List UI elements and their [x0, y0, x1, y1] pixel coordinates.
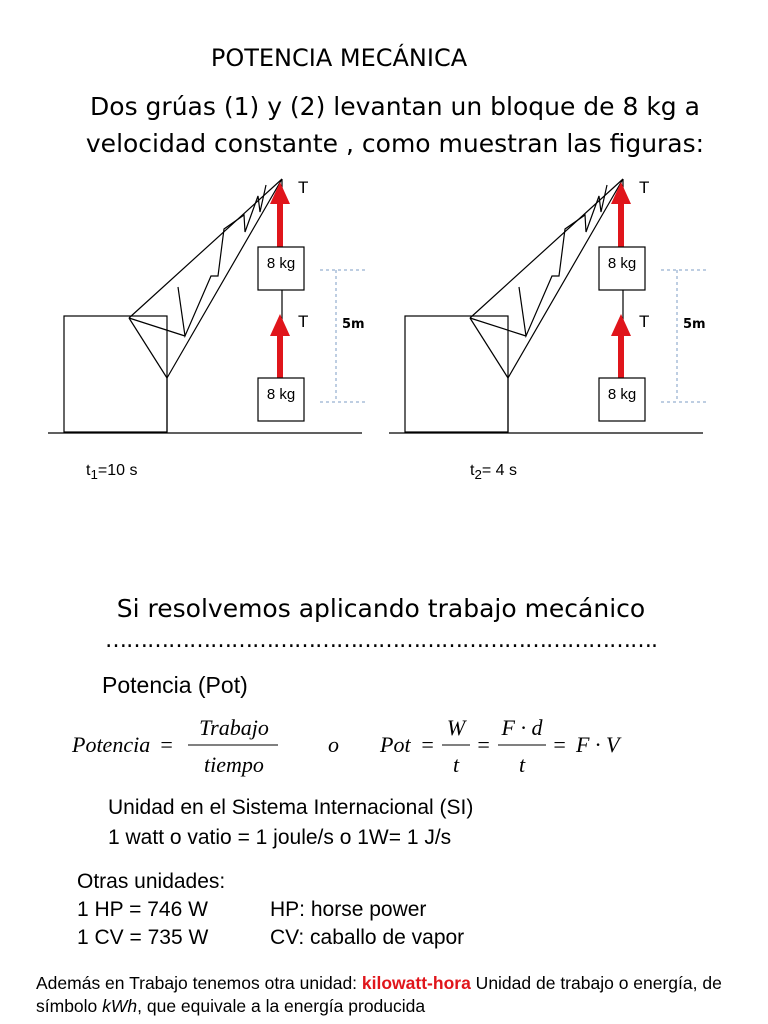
force-label-top: T: [298, 178, 308, 197]
boom-bottom-chord: [166, 178, 283, 379]
block-label-top: 8 kg: [608, 255, 636, 272]
distance-label: 5m: [342, 317, 365, 332]
svg-text:=: =: [552, 732, 567, 757]
formula-w: W: [447, 715, 467, 740]
crane-figure-2: 8 kg 8 kg T T 5m: [389, 178, 707, 434]
formula-denominator: tiempo: [204, 752, 264, 777]
block-bottom: [598, 377, 646, 422]
crane-cab: [63, 315, 168, 433]
time-label-1: t1=10 s: [86, 462, 138, 483]
svg-text:=: =: [159, 732, 174, 757]
force-label-bottom: T: [639, 312, 649, 331]
otras-unidades-heading: Otras unidades:: [77, 870, 226, 893]
formula-numerator: Trabajo: [199, 715, 269, 740]
distance-label: 5m: [683, 317, 706, 332]
si-unit-line: Unidad en el Sistema Internacional (SI): [108, 796, 474, 819]
force-arrowhead-top: [270, 182, 290, 204]
formula-or: o: [328, 732, 339, 757]
block-label-top: 8 kg: [267, 255, 295, 272]
kwh-paragraph: Además en Trabajo tenemos otra unidad: k…: [36, 973, 722, 1016]
formula-fd: F · d: [501, 715, 544, 740]
force-label-bottom: T: [298, 312, 308, 331]
boom-top-chord: [128, 178, 283, 319]
boom-top-chord: [469, 178, 624, 319]
potencia-heading: Potencia (Pot): [102, 672, 248, 698]
time-label-2: t2= 4 s: [470, 462, 518, 483]
block-bottom: [257, 377, 305, 422]
force-arrowhead-top: [611, 182, 631, 204]
block-top: [257, 246, 305, 291]
block-label-bottom: 8 kg: [267, 386, 295, 403]
dotted-line: …………………………………………………………………….: [105, 628, 658, 653]
cv-equivalence: 1 CV = 735 W: [77, 926, 209, 949]
kwh-symbol: kWh: [102, 996, 138, 1016]
watt-definition: 1 watt o vatio = 1 joule/s o 1W= 1 J/s: [108, 826, 452, 849]
boom-bottom-chord: [507, 178, 624, 379]
cv-description: CV: caballo de vapor: [270, 926, 465, 949]
formula-t1: t: [453, 752, 460, 777]
kwh-highlight: kilowatt-hora: [361, 973, 471, 993]
svg-text:=: =: [476, 732, 491, 757]
formula-lhs: Potencia: [71, 732, 150, 757]
crane-cab: [404, 315, 509, 433]
hp-description: HP: horse power: [270, 898, 427, 921]
force-arrowhead-bottom: [611, 314, 631, 336]
svg-text:=: =: [420, 732, 435, 757]
intro-line-2: velocidad constante , como muestran las …: [85, 129, 705, 158]
hp-equivalence: 1 HP = 746 W: [77, 898, 208, 921]
block-top: [598, 246, 646, 291]
formula-t2: t: [519, 752, 526, 777]
resolve-text: Si resolvemos aplicando trabajo mecánico: [116, 594, 646, 623]
power-formula: Potencia = Trabajo tiempo o Pot = W t = …: [71, 715, 622, 777]
formula-pot: Pot: [379, 732, 411, 757]
formula-fv: F · V: [575, 732, 622, 757]
block-label-bottom: 8 kg: [608, 386, 636, 403]
force-label-top: T: [639, 178, 649, 197]
force-arrowhead-bottom: [270, 314, 290, 336]
intro-line-1: Dos grúas (1) y (2) levantan un bloque d…: [90, 92, 700, 121]
crane-figure-1: 8 kg 8 kg T T 5m: [48, 178, 366, 434]
page-title: POTENCIA MECÁNICA: [210, 44, 468, 72]
